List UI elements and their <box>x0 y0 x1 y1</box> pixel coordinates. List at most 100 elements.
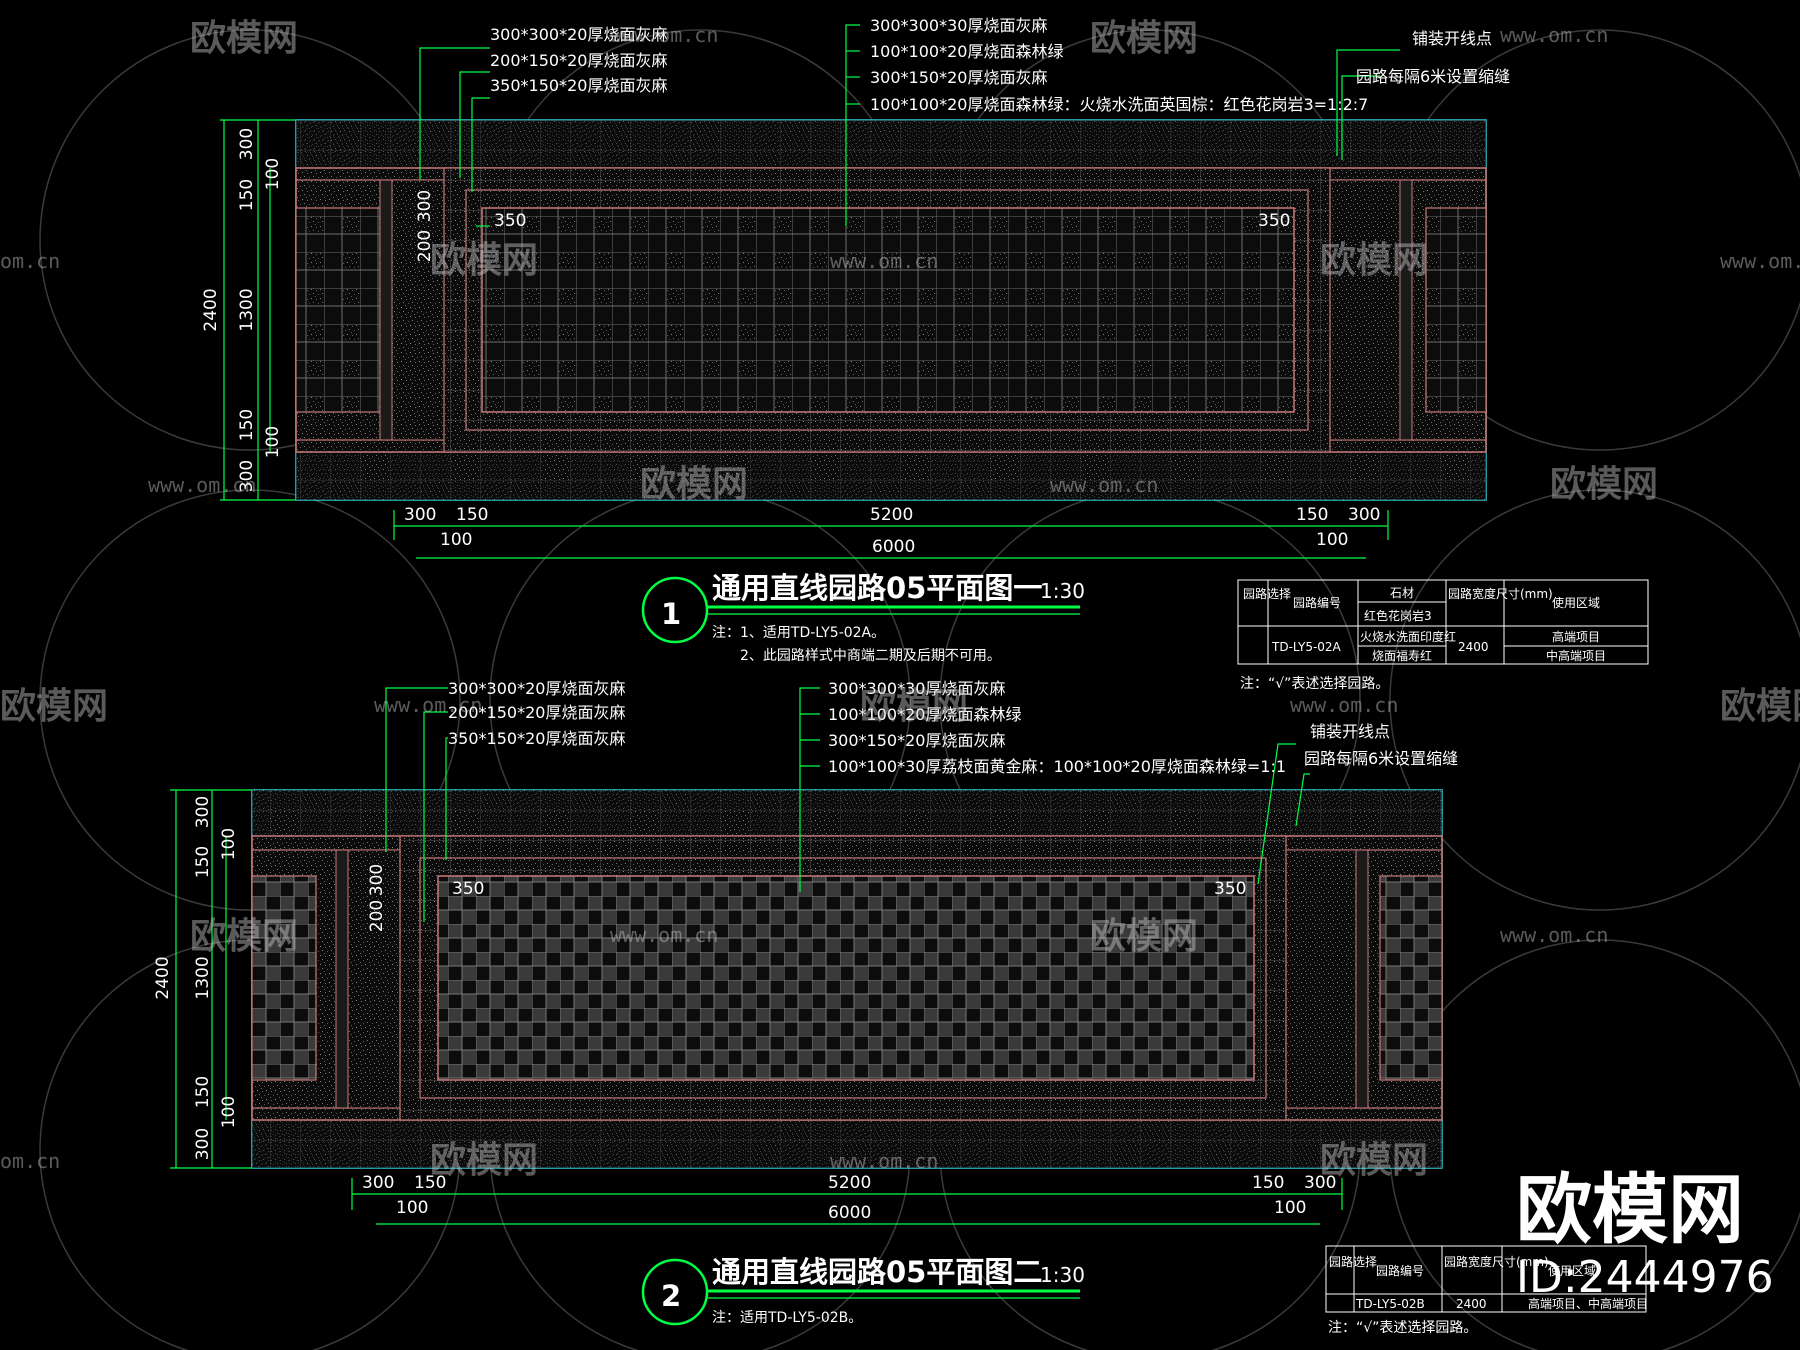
p1-dim-bottom-3: 5200 <box>870 505 913 525</box>
p1-tbl-area-1: 高端项目 <box>1552 629 1600 644</box>
p1-title-circle <box>641 576 709 644</box>
watermark-url: www.om.cn <box>374 693 482 717</box>
p1-dim-bottom2-2: 100 <box>1316 530 1348 550</box>
p2-dim-bottom-5: 300 <box>1304 1173 1336 1193</box>
p2-tbl-area: 高端项目、中高端项目 <box>1528 1296 1648 1311</box>
p1-leader-left-3: 350*150*20厚烧面灰麻 <box>490 76 667 95</box>
brand-id: ID:2444976 <box>1516 1252 1774 1303</box>
p2-dim-350-left: 350 <box>452 879 484 899</box>
p1-tbl-h-select: 园路选择 <box>1243 586 1291 601</box>
watermark-logo: 欧模网 <box>190 916 298 957</box>
brand-name: 欧模网 <box>1516 1165 1744 1254</box>
p2-tbl-h-area: 使用区域 <box>1548 1263 1596 1278</box>
p2-tbl-h-select: 园路选择 <box>1329 1254 1377 1269</box>
p1-dim-inner-v-1: 300 <box>415 190 435 222</box>
p1-dim-bottom-1: 300 <box>404 505 436 525</box>
p1-note-2: 2、此园路样式中商端二期及后期不可用。 <box>740 648 1001 664</box>
p1-title: 通用直线园路05平面图一 <box>712 571 1042 605</box>
p2-dim-bottom2-2: 100 <box>1274 1198 1306 1218</box>
p1-dim-bottom-2: 150 <box>456 505 488 525</box>
p2-dim-bottom2-1: 100 <box>396 1198 428 1218</box>
p1-leader-left-1: 300*300*20厚烧面灰麻 <box>490 25 667 44</box>
watermark-url: om.cn <box>0 1149 60 1173</box>
plan-1: 300*300*20厚烧面灰麻 200*150*20厚烧面灰麻 350*150*… <box>201 16 1649 692</box>
p2-leader-left-3: 350*150*20厚烧面灰麻 <box>448 729 625 748</box>
watermark-url: www.om.cn <box>830 249 938 273</box>
watermark-logo: 欧模网 <box>1550 464 1658 505</box>
p1-dim-bottom2-1: 100 <box>440 530 472 550</box>
watermark-url: www.om.cn <box>610 923 718 947</box>
p1-dim-inner-v-2: 200 <box>415 230 435 262</box>
p1-tbl-stone-1: 红色花岗岩3 <box>1364 608 1432 623</box>
p1-leader-mid-1: 300*300*30厚烧面灰麻 <box>870 16 1047 35</box>
p1-leader-mid-3: 300*150*20厚烧面灰麻 <box>870 68 1047 87</box>
watermarks: 欧模网 www.om.cn 欧模网 www.om.cn om.cn 欧模网 ww… <box>0 18 1800 1181</box>
p1-leader-right-2: 园路每隔6米设置缩缝 <box>1356 67 1510 86</box>
p1-tbl-h-code: 园路编号 <box>1293 595 1341 610</box>
p2-dim-left-outer: 2400 <box>153 956 173 999</box>
watermark-url: www.om.cn <box>1290 693 1398 717</box>
watermark-logo: 欧模网 <box>190 18 298 59</box>
watermark-url: www.om.cn <box>1500 923 1608 947</box>
p2-leader-right-2: 园路每隔6米设置缩缝 <box>1304 749 1458 768</box>
watermark-logo: 欧模网 <box>0 686 108 727</box>
watermark-url: www.om.cn <box>610 23 718 47</box>
p1-dim-bottom-4: 150 <box>1296 505 1328 525</box>
watermark-logo: 欧模网 <box>1090 916 1198 957</box>
plan-2: 300*300*20厚烧面灰麻 200*150*20厚烧面灰麻 350*150*… <box>153 679 1648 1336</box>
p2-leader-mid-1: 300*300*30厚烧面灰麻 <box>828 679 1005 698</box>
p2-dim-bottom-4: 150 <box>1252 1173 1284 1193</box>
p1-leader-right-1: 铺装开线点 <box>1412 29 1492 48</box>
p1-table-note: 注：“√”表述选择园路。 <box>1240 676 1389 692</box>
p1-dim-left-inner-1: 100 <box>263 158 283 190</box>
p2-dim-left-5: 300 <box>193 1128 213 1160</box>
p2-leader-left-2: 200*150*20厚烧面灰麻 <box>448 703 625 722</box>
p2-dim-left-inner-2: 100 <box>219 1096 239 1128</box>
plan1-left-bay <box>295 207 381 413</box>
p2-scale: 1:30 <box>1040 1263 1085 1287</box>
watermark-logo: 欧模网 <box>1320 1140 1428 1181</box>
watermark-url: om.cn <box>0 249 60 273</box>
p1-leader-left-2: 200*150*20厚烧面灰麻 <box>490 51 667 70</box>
p2-table-note: 注：“√”表述选择园路。 <box>1328 1320 1477 1336</box>
watermark-url: www.om.cn <box>1500 23 1608 47</box>
p1-dim-left-1: 300 <box>237 128 257 160</box>
p1-note-1: 注：1、适用TD-LY5-02A。 <box>712 625 885 641</box>
p1-tbl-width: 2400 <box>1458 640 1489 654</box>
watermark-logo: 欧模网 <box>860 686 968 727</box>
p1-tbl-h-stone: 石材 <box>1390 586 1414 600</box>
p1-dim-left-outer: 2400 <box>201 288 221 331</box>
p1-tbl-area-2: 中高端项目 <box>1546 648 1606 663</box>
p1-dim-total: 6000 <box>872 537 915 557</box>
p1-scale: 1:30 <box>1040 579 1085 603</box>
p1-tbl-stone-2: 火烧水洗面印度红 <box>1360 629 1456 644</box>
plan1-right-bay <box>1425 207 1487 413</box>
p2-table <box>1325 1245 1647 1313</box>
plan2-right-bay <box>1379 875 1443 1081</box>
p1-dim-bottom-5: 300 <box>1348 505 1380 525</box>
p2-title: 通用直线园路05平面图二 <box>712 1255 1042 1289</box>
watermark-logo: 欧模网 <box>430 1140 538 1181</box>
p2-dim-left-3: 1300 <box>193 956 213 999</box>
p2-dim-left-1: 300 <box>193 796 213 828</box>
p1-title-number: 1 <box>661 597 681 631</box>
p2-tbl-h-width: 园路宽度尺寸(mm) <box>1444 1254 1549 1269</box>
p1-leader-mid-2: 100*100*20厚烧面森林绿 <box>870 42 1063 61</box>
plan2-left-bay <box>251 875 317 1081</box>
watermark-logo: 欧模网 <box>640 464 748 505</box>
watermark-logo: 欧模网 <box>430 240 538 281</box>
p2-tbl-h-code: 园路编号 <box>1376 1263 1424 1278</box>
p1-dim-350-right: 350 <box>1258 211 1290 231</box>
watermark-url: www.om.cn <box>1720 249 1800 273</box>
p2-note-1: 注：适用TD-LY5-02B。 <box>712 1310 862 1326</box>
p2-leader-right-1: 铺装开线点 <box>1310 722 1390 741</box>
p1-table <box>1237 579 1649 665</box>
watermark-logo: 欧模网 <box>1320 240 1428 281</box>
watermark-url: www.om.cn <box>148 473 256 497</box>
p1-leader-mid-4: 100*100*20厚烧面森林绿：火烧水洗面英国棕：红色花岗岩3=1:2:7 <box>870 95 1368 114</box>
p2-dim-inner-v-1: 300 <box>367 864 387 896</box>
p1-dim-350-left: 350 <box>494 211 526 231</box>
p2-tbl-width: 2400 <box>1456 1297 1487 1311</box>
p2-leader-mid-2: 100*100*20厚烧面森林绿 <box>828 705 1021 724</box>
